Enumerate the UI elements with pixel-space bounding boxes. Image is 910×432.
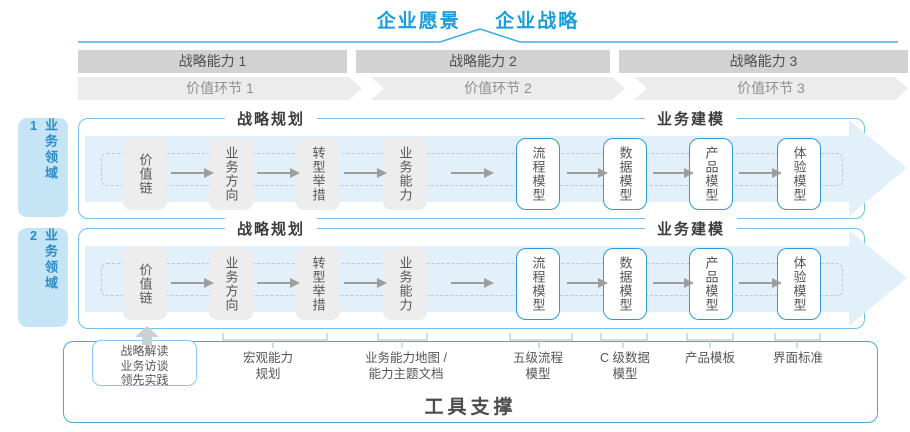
box-label: 转型举措 (310, 256, 326, 312)
domain-band-2: 战略规划 业务建模 价值链 业务方向 转型举措 业务能力 流程模型 数据模型 产… (78, 218, 907, 329)
box-business-capability: 业务能力 (383, 248, 427, 320)
step-arrow (344, 168, 387, 178)
box-label: 数据模型 (617, 146, 633, 202)
section-business-modeling: 业务建模 (644, 108, 738, 129)
box-transformation-initiatives: 转型举措 (296, 248, 340, 320)
capability-bar-3: 战略能力 3 (619, 50, 908, 73)
anno-line: 模型 (525, 367, 551, 381)
domain-label-2: 业务领域 2 (18, 228, 68, 327)
value-chevron-1: 价值环节 1 (78, 77, 362, 100)
box-label: 体验模型 (791, 256, 807, 312)
anno-product-template: 产品模板 (660, 350, 760, 366)
value-chevron-2: 价值环节 2 (371, 77, 625, 100)
practice-box: 战略解读 业务访谈 领先实践 (92, 340, 197, 387)
tool-support-container: 工具支撑 (63, 341, 878, 423)
section-strategic-planning: 战略规划 (224, 218, 318, 239)
capability-bar-2: 战略能力 2 (356, 50, 610, 73)
step-arrow (739, 278, 782, 288)
anno-line: 规划 (255, 367, 281, 381)
practice-line: 战略解读 (120, 344, 169, 358)
box-business-direction: 业务方向 (209, 138, 253, 210)
practice-line: 业务访谈 (120, 358, 169, 373)
box-business-capability: 业务能力 (383, 138, 427, 210)
box-label: 业务方向 (223, 256, 239, 312)
anno-line: 五级流程 (512, 351, 563, 365)
step-arrow (451, 168, 494, 178)
vision-title: 企业愿景 (376, 11, 461, 32)
box-process-model: 流程模型 (516, 138, 560, 210)
strategy-title: 企业战略 (495, 11, 580, 32)
page-title: 企业愿景 企业战略 (78, 6, 878, 33)
anno-ui-standard: 界面标准 (748, 350, 848, 366)
box-label: 业务能力 (397, 146, 413, 202)
box-experience-model: 体验模型 (777, 248, 821, 320)
anno-c-level-data-model: C 级数据 模型 (575, 350, 675, 382)
box-label: 业务能力 (397, 256, 413, 312)
flow-arrow-head (849, 230, 907, 326)
box-data-model: 数据模型 (603, 138, 647, 210)
box-label: 数据模型 (617, 256, 633, 312)
box-label: 转型举措 (310, 146, 326, 202)
box-label: 产品模型 (703, 256, 719, 312)
anno-line: 产品模板 (684, 351, 735, 365)
tool-support-label: 工具支撑 (424, 397, 517, 418)
box-value-chain: 价值链 (123, 248, 167, 320)
box-label: 流程模型 (530, 146, 546, 202)
anno-macro-capability-planning: 宏观能力 规划 (218, 350, 318, 382)
box-transformation-initiatives: 转型举措 (296, 138, 340, 210)
section-business-modeling: 业务建模 (644, 218, 738, 239)
box-label: 价值链 (137, 263, 153, 305)
box-label: 体验模型 (791, 146, 807, 202)
step-arrow (653, 168, 694, 178)
capability-bar-1: 战略能力 1 (78, 50, 347, 73)
box-label: 产品模型 (703, 146, 719, 202)
anno-line: 业务能力地图 / (365, 351, 447, 365)
domain-band-1: 战略规划 业务建模 价值链 业务方向 转型举措 业务能力 流程模型 数据模型 产… (78, 108, 907, 219)
box-experience-model: 体验模型 (777, 138, 821, 210)
anno-line: 模型 (612, 367, 638, 381)
step-arrow (567, 278, 608, 288)
dashed-track (101, 263, 843, 296)
anno-line: 界面标准 (772, 351, 823, 365)
anno-capability-map: 业务能力地图 / 能力主题文档 (346, 350, 466, 382)
box-data-model: 数据模型 (603, 248, 647, 320)
domain-label-2-text: 业务领域 2 (26, 228, 58, 292)
anno-line: C 级数据 (599, 351, 650, 365)
section-strategic-planning: 战略规划 (224, 108, 318, 129)
flow-arrow-head (849, 120, 907, 216)
step-arrow (739, 168, 782, 178)
value-chevron-3: 价值环节 3 (634, 77, 908, 100)
anno-line: 能力主题文档 (368, 367, 444, 381)
step-arrow (344, 278, 387, 288)
dashed-track (101, 153, 843, 186)
box-value-chain: 价值链 (123, 138, 167, 210)
step-arrow (171, 278, 214, 288)
box-product-model: 产品模型 (689, 248, 733, 320)
box-product-model: 产品模型 (689, 138, 733, 210)
step-arrow (653, 278, 694, 288)
box-business-direction: 业务方向 (209, 248, 253, 320)
domain-label-1-text: 业务领域 1 (26, 118, 58, 182)
step-arrow (257, 168, 300, 178)
box-process-model: 流程模型 (516, 248, 560, 320)
box-label: 流程模型 (530, 256, 546, 312)
anno-line: 宏观能力 (242, 351, 293, 365)
step-arrow (257, 278, 300, 288)
step-arrow (171, 168, 214, 178)
step-arrow (567, 168, 608, 178)
box-label: 业务方向 (223, 146, 239, 202)
domain-label-1: 业务领域 1 (18, 118, 68, 217)
title-peak-line (78, 28, 898, 43)
practice-line: 领先实践 (120, 373, 169, 387)
anno-five-level-process-model: 五级流程 模型 (488, 350, 588, 382)
box-label: 价值链 (137, 153, 153, 195)
step-arrow (451, 278, 494, 288)
